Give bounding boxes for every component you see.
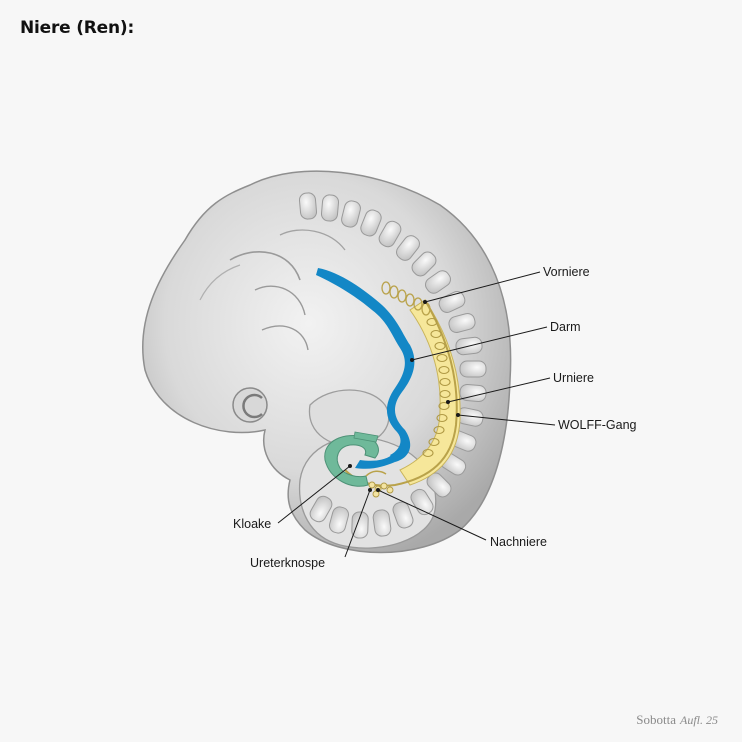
label-darm: Darm bbox=[550, 320, 581, 334]
label-nachniere: Nachniere bbox=[490, 535, 547, 549]
label-ureterknospe: Ureterknospe bbox=[250, 556, 325, 570]
label-kloake: Kloake bbox=[233, 517, 271, 531]
label-vorniere: Vorniere bbox=[543, 265, 590, 279]
credit-edition: Aufl. 25 bbox=[680, 713, 718, 727]
source-credit: Sobotta Aufl. 25 bbox=[636, 712, 718, 728]
urniere-tubules bbox=[422, 317, 451, 458]
label-urniere: Urniere bbox=[553, 371, 594, 385]
page-title: Niere (Ren): bbox=[20, 18, 135, 38]
label-wolff-gang: WOLFF-Gang bbox=[558, 418, 637, 432]
leader-lines bbox=[277, 271, 556, 558]
darm-gut bbox=[316, 268, 415, 462]
credit-name: Sobotta bbox=[636, 712, 676, 727]
